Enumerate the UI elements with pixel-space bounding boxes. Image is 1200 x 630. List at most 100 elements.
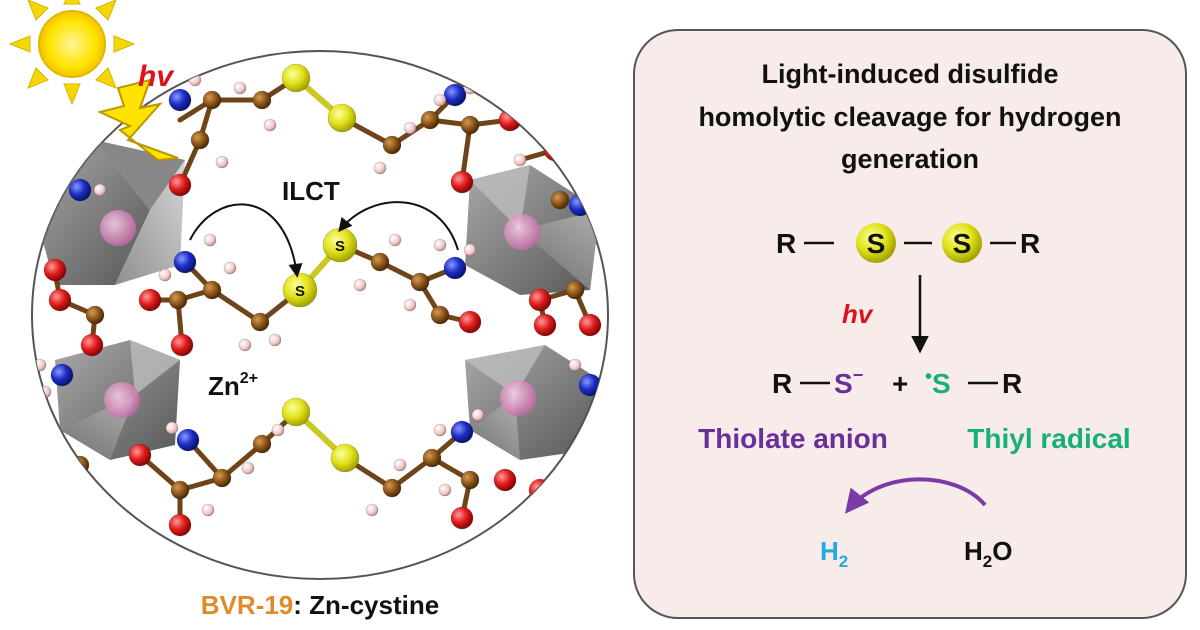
sulfur-atom — [281, 397, 311, 427]
hydrogen-atom — [593, 183, 607, 197]
disulfide-r-right: R — [1020, 228, 1040, 259]
carbon-atom — [460, 115, 480, 135]
carbon-atom — [430, 305, 450, 325]
disulfide-r-left: R — [776, 228, 796, 259]
ilct-label: ILCT — [282, 176, 340, 206]
zn-ion-charge: 2+ — [240, 370, 258, 387]
oxygen-atom — [450, 170, 474, 194]
nitrogen-atom — [168, 88, 192, 112]
oxygen-atom — [498, 108, 522, 132]
h2o-label: H2O — [964, 536, 1012, 571]
thiolate-sulfur: S− — [834, 365, 863, 399]
h2-h: H — [820, 536, 839, 566]
hydrogen-atom — [215, 155, 229, 169]
nitrogen-atom — [173, 250, 197, 274]
carbon-atom — [422, 448, 442, 468]
panel-title-line-3: generation — [841, 144, 979, 174]
zn-cystine-framework — [32, 63, 607, 572]
carbon-atom — [60, 530, 80, 550]
hydrogen-atom — [403, 298, 417, 312]
zn-ion-symbol: Zn — [208, 371, 240, 401]
panel-title-line-2: homolytic cleavage for hydrogen — [698, 102, 1121, 132]
oxygen-atom — [78, 488, 102, 512]
hydrogen-atom — [268, 333, 282, 347]
sulfur-atom — [327, 103, 357, 133]
oxygen-atom — [450, 506, 474, 530]
ilct-arrow-right — [338, 201, 459, 251]
thiyl-radical-label: Thiyl radical — [967, 423, 1130, 454]
hydrogen-atom — [188, 73, 202, 87]
oxygen-atom — [138, 288, 162, 312]
hydrogen-atom — [513, 153, 527, 167]
nitrogen-atom — [450, 420, 474, 444]
panel-title-line-1: Light-induced disulfide — [762, 59, 1059, 89]
h2-evolution-arrow — [844, 477, 987, 514]
carbon-atom — [550, 510, 570, 530]
oxygen-atom — [170, 333, 194, 357]
oxygen-atom — [128, 443, 152, 467]
sulfur-atom-label-2: S — [335, 238, 345, 255]
oxygen-atom — [32, 148, 52, 172]
disulfide-formula: R S S R — [776, 223, 1040, 263]
carbon-atom — [202, 280, 222, 300]
hydrogen-atom — [203, 233, 217, 247]
sulfur-atom — [281, 63, 311, 93]
h2o-o: O — [992, 536, 1012, 566]
oxygen-atom — [543, 138, 567, 162]
carbon-atom — [460, 470, 480, 490]
mechanism-panel: Light-induced disulfide homolytic cleava… — [633, 29, 1187, 619]
carbon-atom — [85, 305, 105, 325]
nitrogen-atom — [48, 548, 72, 572]
carbon-atom — [565, 280, 585, 300]
oxygen-atom — [533, 313, 557, 337]
oxygen-atom — [80, 333, 104, 357]
sulfur-atom-label-1: S — [295, 283, 305, 300]
zn-ion-label: Zn2+ — [208, 370, 258, 401]
disulfide-s1-sphere — [856, 223, 896, 263]
hydrogen-atom — [93, 183, 107, 197]
oxygen-atom — [168, 173, 192, 197]
hydrogen-atom — [241, 461, 255, 475]
hydrogen-atom — [373, 161, 387, 175]
carbon-atom — [202, 90, 222, 110]
hydrogen-atom — [463, 81, 477, 95]
hydrogen-atom — [568, 358, 582, 372]
carbon-atom — [170, 480, 190, 500]
hydrogen-atom — [53, 168, 67, 182]
hydrogen-atom — [433, 423, 447, 437]
hydrogen-atom — [433, 238, 447, 252]
carbon-atom — [70, 455, 90, 475]
oxygen-atom — [458, 310, 482, 334]
oxygen-atom — [528, 478, 552, 502]
hydrogen-atom — [353, 278, 367, 292]
h2-label: H2 — [820, 536, 848, 571]
oxygen-atom — [168, 513, 192, 537]
caption-name: : Zn-cystine — [293, 590, 439, 620]
hv-label-right: hv — [842, 299, 874, 329]
thiyl-s-symbol: S — [932, 368, 951, 399]
hydrogen-atom — [593, 393, 607, 407]
carbon-atom — [250, 312, 270, 332]
h2o-h: H — [964, 536, 983, 566]
carbon-atom — [252, 90, 272, 110]
ilct-arrow-left — [189, 203, 303, 278]
hydrogen-atom — [463, 243, 477, 257]
hydrogen-atom — [238, 338, 252, 352]
disulfide-s2-sphere — [942, 223, 982, 263]
carbon-atom — [382, 478, 402, 498]
thiolate-charge: − — [853, 365, 864, 385]
zn-polyhedron-lower-left — [55, 340, 180, 460]
hydrogen-atom — [365, 503, 379, 517]
carbon-atom — [70, 135, 90, 155]
hv-label-left: hv — [138, 60, 175, 93]
hydrogen-atom — [233, 81, 247, 95]
zn-polyhedron-lower-right — [465, 345, 600, 460]
nitrogen-atom — [443, 83, 467, 107]
hydrogen-atom — [201, 503, 215, 517]
products-formula: R S− + •S R — [772, 365, 1022, 399]
caption-code: BVR-19 — [201, 590, 293, 620]
hydrogen-atom — [388, 233, 402, 247]
mechanism-panel-box — [633, 29, 1187, 619]
nitrogen-atom — [68, 178, 92, 202]
h2o-sub: 2 — [983, 552, 992, 571]
